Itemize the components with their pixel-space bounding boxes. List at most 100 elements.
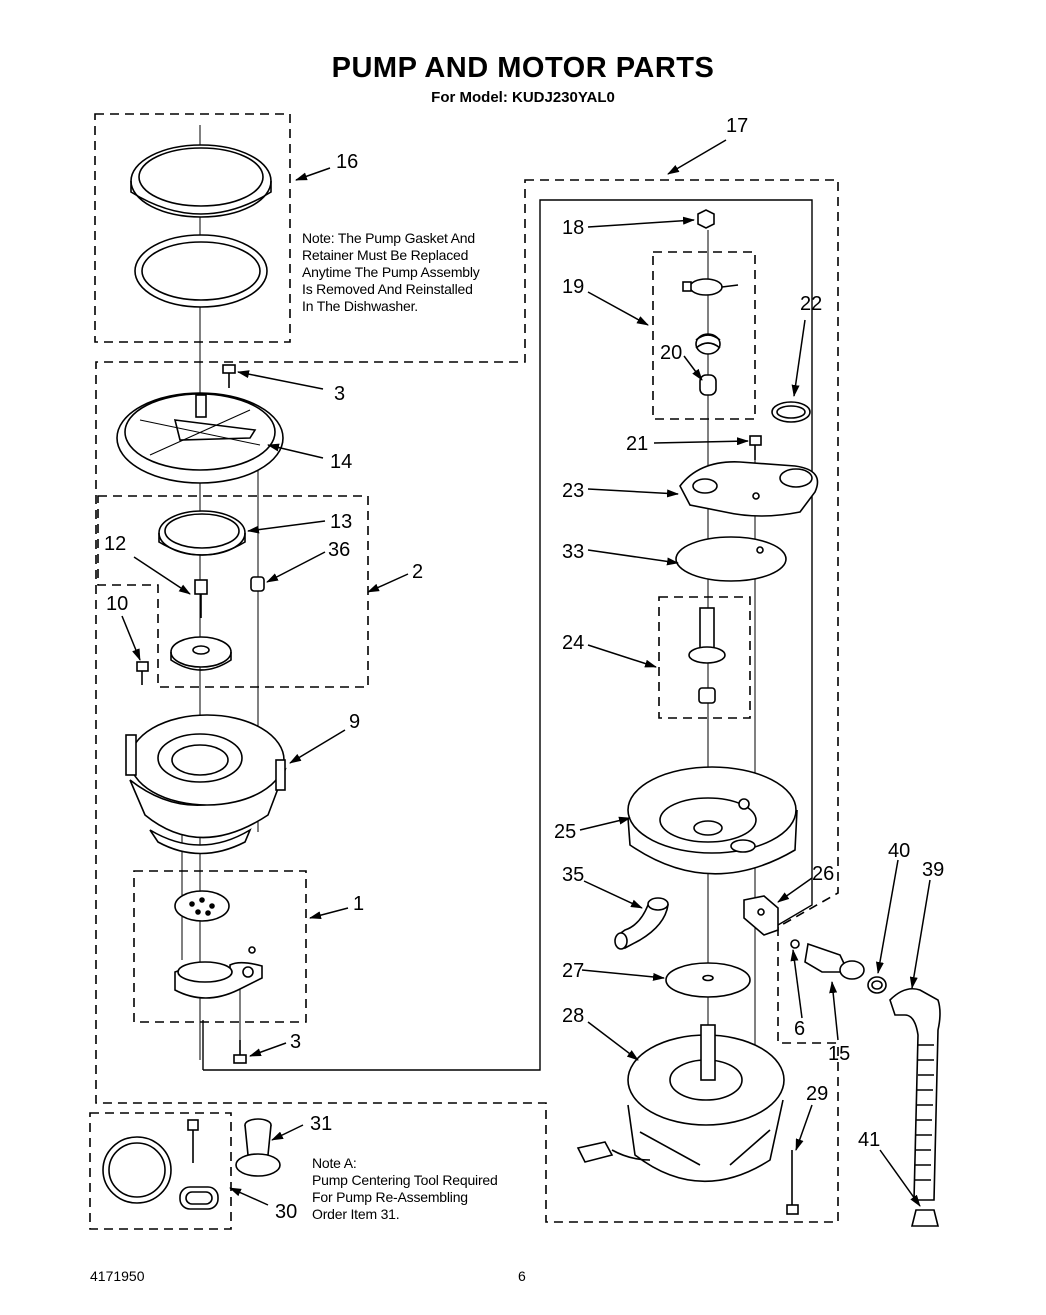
leader-13: [247, 520, 326, 534]
solenoid-group-box: [652, 251, 756, 420]
inner-assembly-outline: [203, 199, 813, 1071]
leader-40: [875, 859, 899, 974]
page-title: PUMP AND MOTOR PARTS: [331, 52, 715, 84]
leader-25: [579, 816, 631, 831]
gasket-note-line: Anytime The Pump Assembly: [302, 264, 480, 280]
leader-10: [121, 615, 141, 661]
small-screw-part: [136, 661, 149, 685]
screw-part: [222, 364, 236, 388]
shaft-seal-part: [688, 607, 726, 704]
callout-15: 15: [828, 1043, 850, 1065]
callout-14: 14: [330, 451, 352, 473]
fan-disc-part: [665, 962, 751, 998]
leader-26: [777, 877, 813, 903]
callout-2: 2: [412, 561, 423, 583]
leader-33: [587, 549, 679, 566]
callout-41: 41: [858, 1129, 880, 1151]
gasket-note-line: Note: The Pump Gasket And: [302, 230, 475, 246]
callout-22: 22: [800, 293, 822, 315]
screw-part: [233, 1040, 247, 1064]
callout-16: 16: [336, 151, 358, 173]
leader-16: [295, 167, 331, 181]
motor-part: [576, 1024, 785, 1183]
callout-3-top: 3: [334, 383, 345, 405]
check-valve-part: [804, 942, 865, 980]
leader-20: [683, 355, 703, 381]
callout-31: 31: [310, 1113, 332, 1135]
callout-13: 13: [330, 511, 352, 533]
callout-12: 12: [104, 533, 126, 555]
gasket-group-box: [94, 113, 291, 343]
leader-29: [795, 1104, 813, 1151]
motor-mount-part: [627, 766, 798, 875]
mounting-screw-part: [749, 435, 762, 460]
leader-3a: [237, 370, 324, 390]
leader-19: [587, 291, 649, 326]
chopper-group-box: [133, 870, 307, 1023]
note-a-line: Note A:: [312, 1155, 357, 1171]
chopper-plate-part: [174, 890, 230, 922]
callout-20: 20: [660, 342, 682, 364]
callout-26: 26: [812, 863, 834, 885]
callout-10: 10: [106, 593, 128, 615]
pump-centering-tool-part: [235, 1118, 281, 1177]
solenoid-plunger-part: [695, 333, 721, 396]
small-o-ring-part: [790, 939, 800, 949]
callout-19: 19: [562, 276, 584, 298]
leader-18: [587, 216, 695, 228]
leader-6: [790, 949, 803, 1019]
hose-end-cap-part: [910, 1209, 940, 1227]
motor-assembly-group-outline: [95, 179, 839, 1223]
leader-28: [587, 1021, 639, 1061]
service-kit-group-box: [89, 1112, 232, 1230]
callout-29: 29: [806, 1083, 828, 1105]
callout-28: 28: [562, 1005, 584, 1027]
callout-1: 1: [353, 893, 364, 915]
note-a-line: Order Item 31.: [312, 1206, 400, 1222]
gasket-retainer-part: [134, 234, 268, 308]
leader-35: [583, 880, 643, 909]
motor-gasket-part: [675, 536, 787, 582]
impeller-bolt-part: [194, 579, 208, 618]
leader-14: [267, 443, 324, 459]
leader-15: [829, 981, 839, 1041]
callout-6: 6: [794, 1018, 805, 1040]
wire-clip-part: [743, 895, 779, 936]
drain-hose-part: [889, 987, 941, 1201]
gasket-note-line: Retainer Must Be Replaced: [302, 247, 469, 263]
callout-39: 39: [922, 859, 944, 881]
page-number: 6: [518, 1268, 526, 1284]
motor-mounting-plate-part: [679, 461, 819, 517]
leader-39: [909, 879, 931, 989]
leader-36: [266, 551, 326, 583]
callout-24: 24: [562, 632, 584, 654]
callout-17: 17: [726, 115, 748, 137]
callout-18: 18: [562, 217, 584, 239]
note-a-line: For Pump Re-Assembling: [312, 1189, 468, 1205]
callout-21: 21: [626, 433, 648, 455]
leader-30: [229, 1187, 269, 1206]
service-kit-parts: [102, 1119, 219, 1210]
hose-clamp-part: [867, 976, 887, 994]
impeller-group-box: [97, 495, 369, 688]
leader-9: [289, 729, 346, 764]
motor-bolt-part: [786, 1150, 799, 1215]
model-subtitle: For Model: KUDJ230YAL0: [431, 89, 615, 106]
spacer-part: [250, 576, 265, 592]
leader-3b: [249, 1042, 287, 1057]
document-number: 4171950: [90, 1268, 145, 1284]
callout-3-bottom: 3: [290, 1031, 301, 1053]
shaft-seal-group-box: [658, 596, 751, 719]
leader-1: [309, 907, 349, 920]
leader-27: [581, 969, 665, 981]
callout-23: 23: [562, 480, 584, 502]
impeller-seal-ring-part: [158, 510, 246, 556]
pump-cover-part: [116, 392, 284, 484]
leader-12: [133, 556, 191, 595]
pump-gasket-part: [130, 144, 272, 218]
leader-2: [367, 573, 409, 593]
leader-22: [791, 319, 806, 397]
callout-36: 36: [328, 539, 350, 561]
note-a-line: Pump Centering Tool Required: [312, 1172, 498, 1188]
